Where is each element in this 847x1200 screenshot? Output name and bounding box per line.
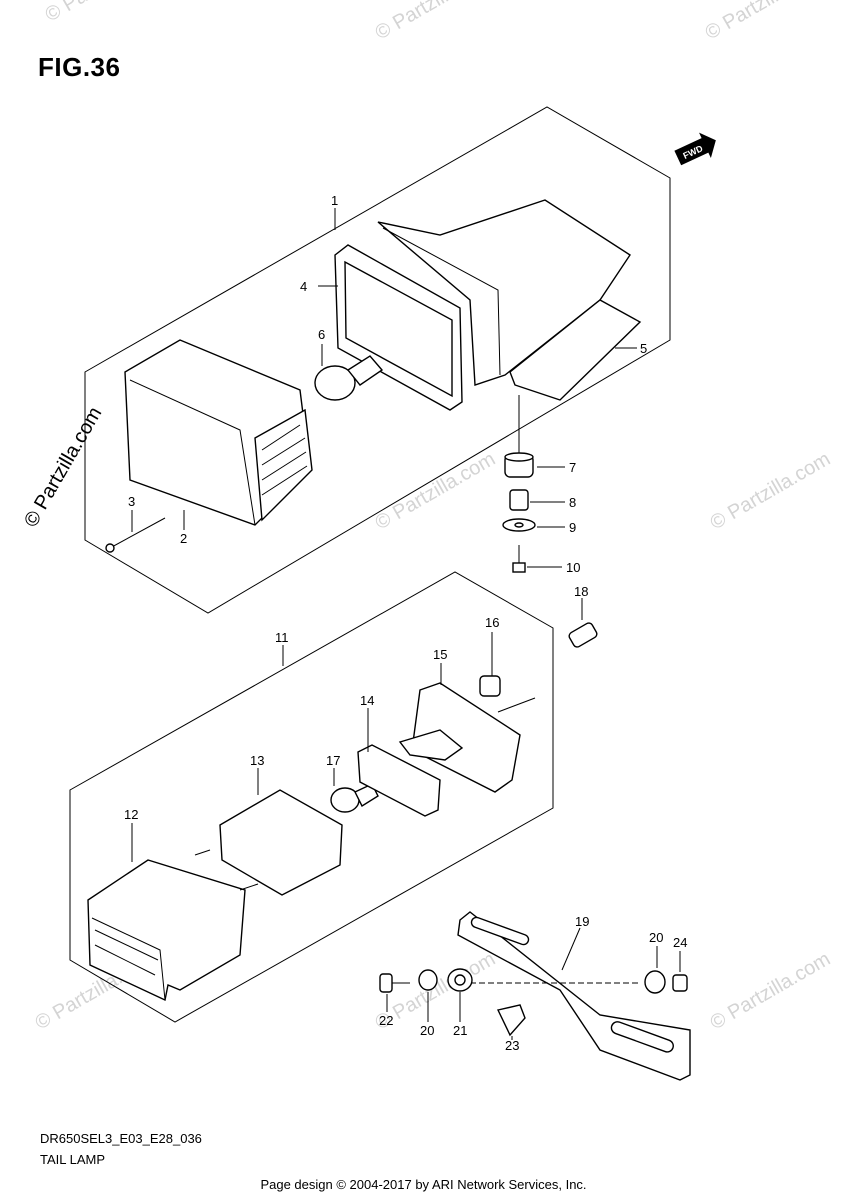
assembly-frame-lower [69,571,554,1023]
license-lens-13 [219,789,343,896]
callout-15: 15 [433,647,447,662]
callout-21: 21 [453,1023,467,1038]
callout-22: 22 [379,1013,393,1028]
diagram-code: DR650SEL3_E03_E28_036 [40,1131,202,1146]
callout-19: 19 [575,914,589,929]
callout-9: 9 [569,520,576,535]
collar-8 [509,489,529,511]
page-footer: Page design © 2004-2017 by ARI Network S… [260,1177,587,1192]
gasket-4 [334,244,463,411]
callout-14: 14 [360,693,374,708]
callout-5: 5 [640,341,647,356]
callout-17: 17 [326,753,340,768]
callout-12: 12 [124,807,138,822]
clamp-23 [496,1004,526,1037]
callout-11: 11 [275,630,289,645]
callout-8: 8 [569,495,576,510]
watermark: © Partzilla.com [42,0,170,26]
bulb-17 [330,783,379,813]
callout-10: 10 [566,560,580,575]
callout-20-left: 20 [420,1023,434,1038]
watermark: © Partzilla.com [372,448,500,534]
fwd-arrow-icon: FWD [674,132,716,166]
washer-9 [502,518,536,532]
assembly-frame-upper [84,106,671,614]
callout-6: 6 [318,327,325,342]
watermark: © Partzilla.com [707,448,835,534]
callout-13: 13 [250,753,264,768]
gasket-14 [357,744,441,817]
watermark: © Partzilla.com [702,0,830,44]
tail-lamp-lens [124,339,313,526]
callouts: 1 2 3 4 5 6 7 8 9 10 11 12 13 14 15 16 1… [124,193,687,1053]
callout-20-right: 20 [649,930,663,945]
grommet-16 [479,675,501,697]
collar-18 [568,622,598,648]
callout-18: 18 [574,584,588,599]
watermark: © Partzilla.com [707,948,835,1034]
cushion-7 [504,452,534,478]
cushion-21 [447,968,473,992]
lamp-base-5 [377,199,642,401]
washer-20b [644,970,666,994]
callout-2: 2 [180,531,187,546]
callout-1: 1 [331,193,338,208]
callout-24: 24 [673,935,687,950]
figure-title: FIG.36 [38,52,121,82]
bolt-22 [379,973,410,993]
callout-7: 7 [569,460,576,475]
socket-15 [398,682,536,793]
callout-4: 4 [300,279,307,294]
callout-16: 16 [485,615,499,630]
washer-20 [418,969,438,991]
screw-3 [105,517,166,553]
leader-lines [131,208,681,1040]
bracket-19 [457,911,691,1081]
callout-23: 23 [505,1038,519,1053]
nut-24 [672,974,688,992]
bulb-6 [314,355,384,401]
license-lamp-housing-12 [87,849,259,1002]
watermark: © Partzilla.com [372,0,500,44]
diagram-name: TAIL LAMP [40,1152,106,1167]
callout-3: 3 [128,494,135,509]
screw-10 [512,545,526,573]
